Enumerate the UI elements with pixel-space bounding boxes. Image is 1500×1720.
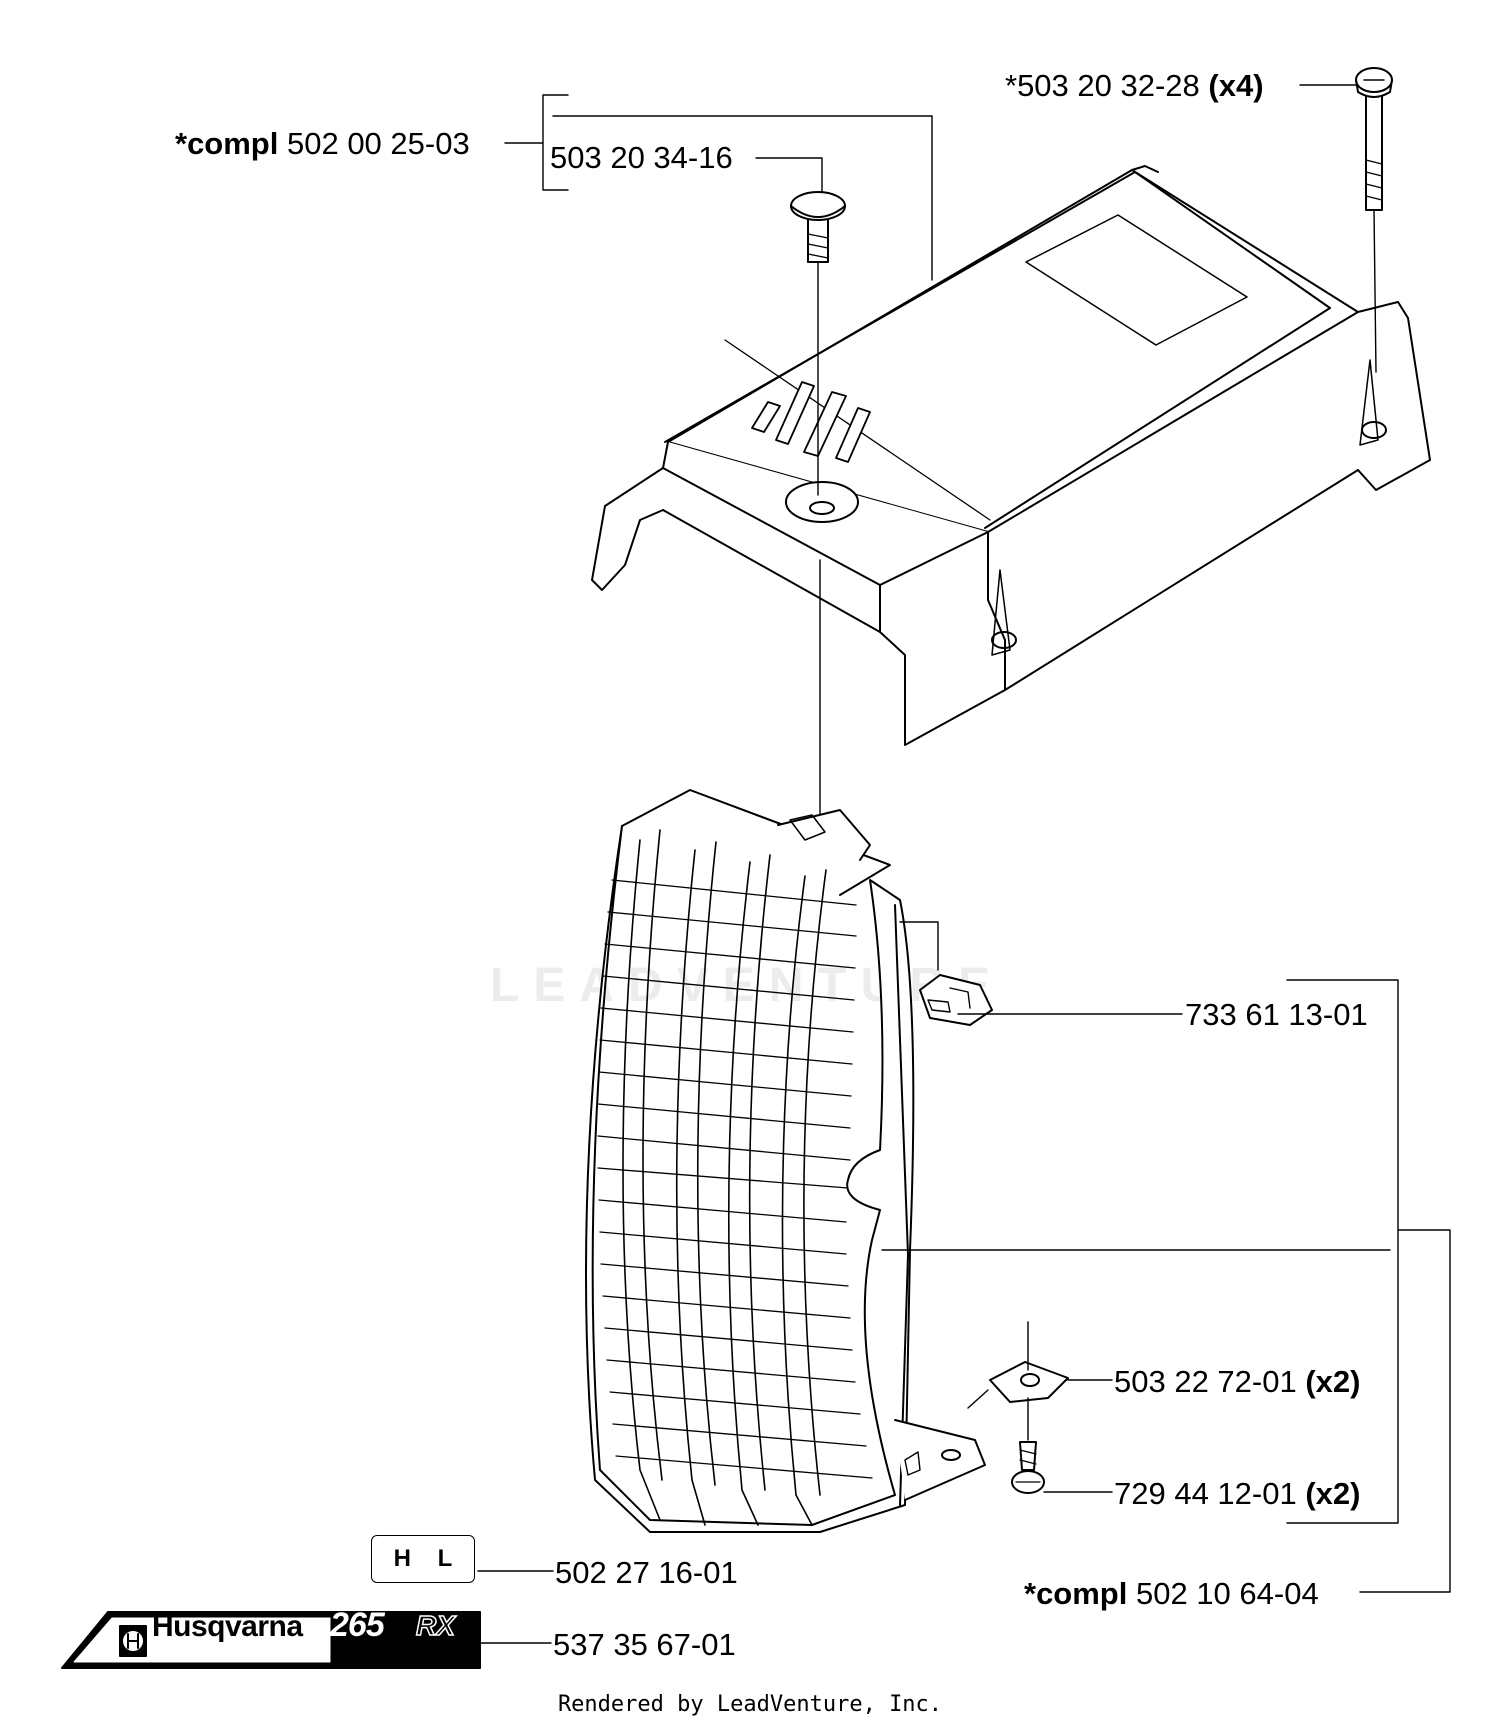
callout-compl-top: *compl 502 00 25-03 <box>175 126 470 161</box>
callout-729-44-12-01: 729 44 12-01 (x2) <box>1114 1476 1361 1511</box>
model-number: 265 <box>330 1606 385 1644</box>
callout-compl-bottom: *compl 502 10 64-04 <box>1024 1576 1319 1611</box>
clip-733-61-13-01 <box>899 921 993 1026</box>
render-credit: Rendered by LeadVenture, Inc. <box>557 1692 943 1717</box>
screw-503-20-34-16 <box>790 191 846 496</box>
cover-vent-slots <box>751 381 871 463</box>
callout-503-20-32-28: *503 20 32-28 (x4) <box>1005 68 1264 103</box>
callout-503-20-34-16: 503 20 34-16 <box>550 140 733 175</box>
fin-columns <box>622 829 827 1526</box>
brand-name: Husqvarna <box>152 1610 303 1643</box>
cylinder-cover <box>591 165 1431 746</box>
model-suffix: RX <box>415 1609 455 1642</box>
cooling-fin-guard <box>585 789 986 1533</box>
screw-729-44-12-01 <box>1011 1397 1045 1494</box>
nut-503-22-72-01 <box>967 1321 1069 1409</box>
callout-503-22-72-01: 503 22 72-01 (x2) <box>1114 1364 1361 1399</box>
fin-ribs <box>597 879 873 1479</box>
callout-537-35-67-01: 537 35 67-01 <box>553 1627 736 1662</box>
brand-decal-shape <box>61 1611 481 1669</box>
hl-sticker: H L <box>371 1535 475 1583</box>
callout-502-27-16-01: 502 27 16-01 <box>555 1555 738 1590</box>
screw-503-20-32-28 <box>1355 67 1393 373</box>
leader-lines <box>477 84 1451 1644</box>
callout-733-61-13-01: 733 61 13-01 <box>1185 997 1368 1032</box>
